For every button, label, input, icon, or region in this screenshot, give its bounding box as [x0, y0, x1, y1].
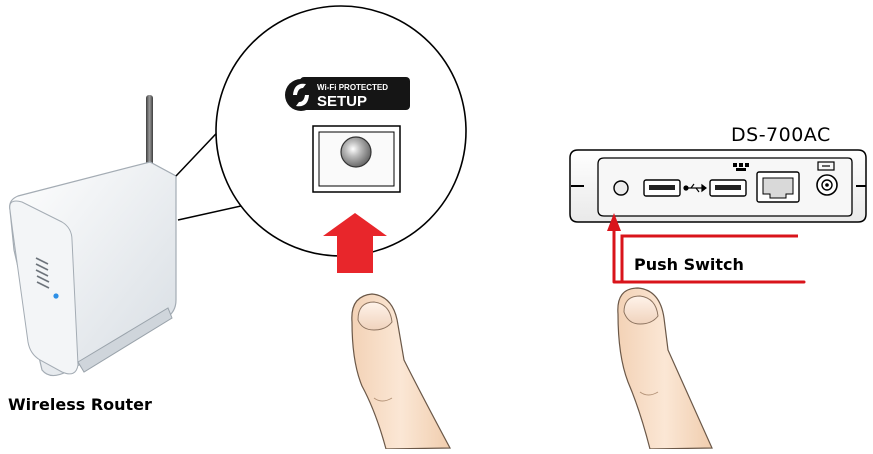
- wps-logo-line2: SETUP: [317, 93, 367, 110]
- wps-button: [312, 125, 401, 193]
- usb-port-2: [709, 179, 747, 197]
- ds700ac-device: [569, 149, 867, 223]
- wps-logo-line1: Wi-Fi PROTECTED: [317, 83, 388, 92]
- router-stand: [77, 307, 173, 373]
- dc-power-jack: [816, 174, 838, 196]
- pointer-arrowhead-icon: [607, 213, 621, 231]
- wireless-router-illustration: [9, 95, 177, 377]
- arrow-up-icon: [323, 213, 387, 273]
- router-label: Wireless Router: [8, 395, 152, 414]
- wps-button-knob: [340, 136, 372, 168]
- finger-icon-right: [617, 287, 713, 450]
- push-switch-button: [613, 180, 629, 196]
- usb-port-1: [643, 179, 681, 197]
- router-led-icon: [53, 293, 59, 299]
- wps-callout: Wi-Fi PROTECTED SETUP: [175, 5, 467, 273]
- finger-icon-left: [351, 293, 451, 450]
- router-vents-icon: [35, 257, 50, 289]
- usb-icon: [683, 183, 707, 193]
- router-front-face: [9, 200, 79, 375]
- wps-logo-icon: Wi-Fi PROTECTED SETUP: [285, 77, 410, 111]
- dc-jack-icon: [817, 161, 835, 171]
- device-model-label: DS-700AC: [731, 124, 831, 146]
- push-switch-pointer: [607, 213, 806, 284]
- ethernet-port-icon: [733, 163, 749, 171]
- ethernet-port: [756, 171, 800, 203]
- push-switch-label: Push Switch: [634, 255, 744, 274]
